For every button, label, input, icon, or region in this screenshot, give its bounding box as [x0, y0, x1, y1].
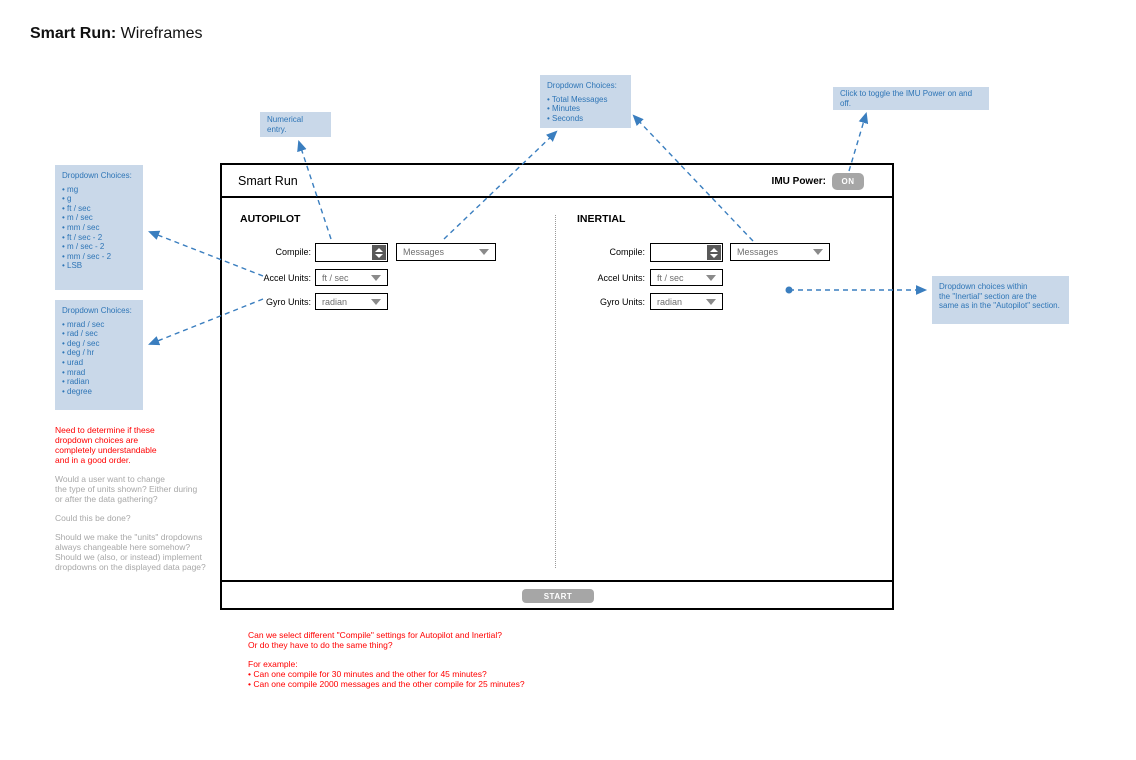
note-red-determine: Need to determine if these dropdown choi…	[55, 425, 157, 465]
inertial-compile-unit-dropdown[interactable]: Messages	[730, 243, 830, 261]
autopilot-compile-input[interactable]	[315, 243, 388, 262]
spinner-up-icon[interactable]	[710, 247, 718, 252]
list-item: • mrad	[62, 367, 86, 377]
chevron-down-icon	[706, 274, 716, 281]
inertial-compile-spinner[interactable]	[707, 245, 721, 260]
inertial-compile-input[interactable]	[650, 243, 723, 262]
autopilot-compile-value[interactable]	[316, 244, 387, 261]
note-list: • Total Messages• Minutes• Seconds	[547, 95, 624, 124]
note-title: Dropdown Choices:	[62, 171, 132, 180]
gyro-units-label: Gyro Units:	[265, 297, 311, 307]
list-item: • degree	[62, 386, 92, 396]
chevron-down-icon	[479, 249, 489, 255]
autopilot-accel-units-dropdown[interactable]: ft / sec	[315, 269, 388, 286]
autopilot-gyro-units-dropdown[interactable]: radian	[315, 293, 388, 310]
autopilot-compile-spinner[interactable]	[372, 245, 386, 260]
compile-label: Compile:	[609, 247, 645, 257]
list-item: • mrad / sec	[62, 319, 105, 329]
note-gray-could-this: Could this be done?	[55, 513, 131, 523]
note-numerical-entry: Numerical entry.	[260, 112, 331, 137]
accel-units-label: Accel Units:	[263, 273, 311, 283]
smart-run-window: Smart Run IMU Power: ON AUTOPILOT Compil…	[220, 163, 894, 610]
list-item: • g	[62, 194, 72, 204]
list-item: • ft / sec - 2	[62, 232, 103, 242]
chevron-down-icon	[706, 298, 716, 305]
note-gyro-unit-choices: Dropdown Choices: • mrad / sec• rad / se…	[55, 300, 143, 410]
dropdown-value: ft / sec	[322, 272, 349, 283]
imu-power-control: IMU Power: ON	[772, 173, 864, 190]
spinner-up-icon[interactable]	[375, 247, 383, 252]
inertial-compile-value[interactable]	[651, 244, 722, 261]
note-list: • mrad / sec• rad / sec• deg / sec• deg …	[62, 320, 136, 397]
page-title-rest: Wireframes	[116, 25, 203, 42]
list-item: • LSB	[62, 261, 83, 271]
list-item: • radian	[62, 377, 90, 387]
note-title: Dropdown Choices:	[62, 306, 132, 315]
note-imu-toggle: Click to toggle the IMU Power on and off…	[833, 87, 989, 110]
list-item: • mm / sec - 2	[62, 251, 112, 261]
page-title-bold: Smart Run:	[30, 25, 117, 42]
accel-units-label: Accel Units:	[597, 273, 645, 283]
autopilot-compile-unit-dropdown[interactable]: Messages	[396, 243, 496, 261]
note-red-compile-example: For example: • Can one compile for 30 mi…	[248, 659, 525, 689]
gyro-units-label: Gyro Units:	[599, 297, 645, 307]
list-item: • rad / sec	[62, 329, 98, 339]
note-compile-choices: Dropdown Choices: • Total Messages• Minu…	[540, 75, 631, 128]
spinner-down-icon[interactable]	[710, 253, 718, 258]
note-text: Click to toggle the IMU Power on and off…	[840, 88, 973, 108]
note-inertial-same: Dropdown choices within the "Inertial" s…	[932, 276, 1069, 324]
footer-divider	[222, 580, 892, 582]
dropdown-value: ft / sec	[657, 272, 684, 283]
compile-label: Compile:	[275, 247, 311, 257]
list-item: • deg / sec	[62, 338, 100, 348]
list-item: • mm / sec	[62, 222, 100, 232]
imu-power-label: IMU Power:	[771, 176, 826, 187]
note-gray-change-units: Would a user want to change the type of …	[55, 474, 198, 504]
section-title-inertial: INERTIAL	[577, 213, 626, 225]
window-title: Smart Run	[238, 174, 298, 188]
dropdown-value: radian	[322, 296, 348, 307]
list-item: • ft / sec	[62, 203, 91, 213]
dropdown-value: Messages	[403, 247, 445, 257]
note-accel-unit-choices: Dropdown Choices: • mg• g• ft / sec• m /…	[55, 165, 143, 290]
note-text: Numerical entry.	[267, 114, 304, 134]
list-item: • deg / hr	[62, 348, 95, 358]
list-item: • mg	[62, 184, 79, 194]
note-red-compile-question: Can we select different "Compile" settin…	[248, 630, 502, 650]
list-item: • m / sec	[62, 213, 93, 223]
note-title: Dropdown Choices:	[547, 81, 617, 90]
note-gray-should-we: Should we make the "units" dropdowns alw…	[55, 532, 206, 572]
list-item: • Seconds	[547, 113, 584, 123]
page-title: Smart Run: Wireframes	[30, 25, 202, 43]
imu-power-toggle-button[interactable]: ON	[832, 173, 864, 190]
list-item: • Total Messages	[547, 94, 608, 104]
chevron-down-icon	[371, 298, 381, 305]
spinner-down-icon[interactable]	[375, 253, 383, 258]
inertial-accel-units-dropdown[interactable]: ft / sec	[650, 269, 723, 286]
note-list: • mg• g• ft / sec• m / sec• mm / sec• ft…	[62, 185, 136, 271]
chevron-down-icon	[813, 249, 823, 255]
list-item: • urad	[62, 357, 84, 367]
chevron-down-icon	[371, 274, 381, 281]
window-header: Smart Run IMU Power: ON	[222, 165, 892, 198]
section-divider	[555, 215, 556, 568]
dropdown-value: radian	[657, 296, 683, 307]
start-button[interactable]: START	[522, 589, 594, 603]
list-item: • Minutes	[547, 104, 581, 114]
list-item: • m / sec - 2	[62, 242, 105, 252]
inertial-gyro-units-dropdown[interactable]: radian	[650, 293, 723, 310]
section-title-autopilot: AUTOPILOT	[240, 213, 301, 225]
dropdown-value: Messages	[737, 247, 779, 257]
